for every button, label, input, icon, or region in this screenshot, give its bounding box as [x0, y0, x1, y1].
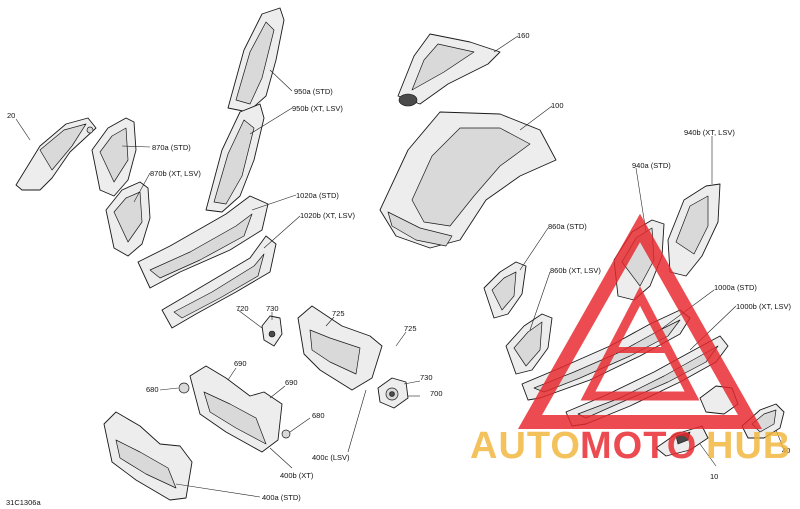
- label-940a: 940a (STD): [632, 161, 671, 170]
- label-950a: 950a (STD): [294, 87, 333, 96]
- part-160-center-console: [397, 33, 501, 107]
- part-400c-footwell: [297, 305, 383, 391]
- part-950a-side-panel: [227, 7, 285, 113]
- label-940b: 940b (XT, LSV): [684, 128, 735, 137]
- label-1020b: 1020b (XT, LSV): [300, 211, 356, 220]
- label-20: 20: [7, 111, 15, 120]
- label-400c: 400c (LSV): [312, 453, 350, 462]
- part-1020b-lower-rail: [161, 235, 277, 329]
- part-400a-footwell: [103, 411, 193, 501]
- part-870a-panel: [91, 117, 137, 197]
- part-870b-panel: [105, 181, 151, 257]
- label-160: 160: [517, 31, 530, 40]
- watermark-text-auto: AUTO: [470, 425, 581, 467]
- label-400b: 400b (XT): [280, 471, 314, 480]
- part-labels: 20 870a (STD) 870b (XT, LSV) 950a (STD) …: [6, 31, 792, 507]
- leader-lines: [15, 35, 785, 498]
- label-690b: 690: [285, 378, 298, 387]
- label-10: 10: [710, 472, 718, 481]
- label-860b: 860b (XT, LSV): [550, 266, 601, 275]
- label-950b: 950b (XT, LSV): [292, 104, 343, 113]
- part-950b-side-panel: [205, 103, 265, 213]
- part-10-bracket: [655, 425, 709, 457]
- part-100-hood: [379, 111, 557, 249]
- part-400b-footwell: [178, 365, 291, 453]
- label-725a: 725: [332, 309, 345, 318]
- watermark-text-moto: MOTO: [580, 425, 697, 467]
- label-680a: 680: [146, 385, 159, 394]
- part-720-clip: [261, 315, 283, 347]
- label-870a: 870a (STD): [152, 143, 191, 152]
- label-100: 100: [551, 101, 564, 110]
- label-400a: 400a (STD): [262, 493, 301, 502]
- label-700: 700: [430, 389, 443, 398]
- label-1000a: 1000a (STD): [714, 283, 757, 292]
- watermark-text-hub: HUB: [706, 425, 791, 467]
- part-1020a-lower-rail: [137, 195, 269, 289]
- label-1000b: 1000b (XT, LSV): [736, 302, 792, 311]
- watermark: AUTO MOTO HUB: [470, 213, 791, 467]
- label-730b: 730: [420, 373, 433, 382]
- part-860a-panel: [483, 261, 527, 319]
- label-860a: 860a (STD): [548, 222, 587, 231]
- part-700-knob: [377, 377, 409, 409]
- label-40: 40: [782, 446, 790, 455]
- label-690a: 690: [234, 359, 247, 368]
- label-730a: 730: [266, 304, 279, 313]
- label-720: 720: [236, 304, 249, 313]
- label-725b: 725: [404, 324, 417, 333]
- label-680b: 680: [312, 411, 325, 420]
- part-860b-panel: [505, 313, 553, 375]
- label-870b: 870b (XT, LSV): [150, 169, 201, 178]
- part-20-fender-trim: [15, 117, 97, 191]
- drawing-code: 31C1306a: [6, 498, 41, 507]
- part-940b-panel: [667, 183, 721, 277]
- watermark-triangle-logo: [517, 213, 763, 429]
- label-1020a: 1020a (STD): [296, 191, 339, 200]
